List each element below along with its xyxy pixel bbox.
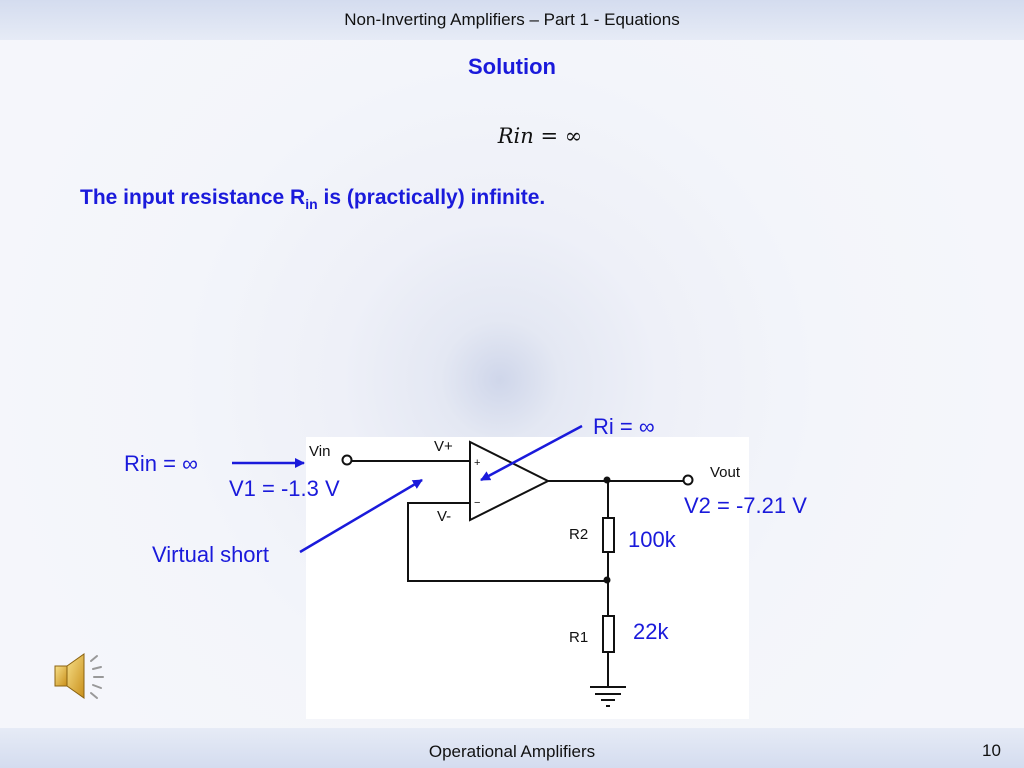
r1-value-annotation: 22k (633, 619, 669, 644)
equation-rhs: = ∞ (533, 124, 583, 148)
virtual-short-annotation: Virtual short (152, 542, 269, 567)
statement-subscript: in (305, 196, 318, 213)
footer-bar (0, 728, 1024, 768)
vplus-label: V+ (434, 438, 453, 455)
op-amp-triangle (469, 440, 551, 522)
rin-annotation: Rin = ∞ (124, 451, 198, 476)
v1-annotation: V1 = -1.3 V (229, 476, 340, 501)
resistor-r2 (602, 517, 615, 553)
ri-arrow (480, 424, 583, 482)
feedback-wire (407, 502, 608, 582)
equation-lhs: Rin (497, 124, 534, 148)
header-bar (0, 0, 1024, 40)
feedback-node (603, 576, 611, 584)
vminus-label: V- (437, 508, 452, 525)
r2-value-annotation: 100k (628, 527, 676, 552)
vin-label: Vin (309, 443, 331, 460)
v2-annotation: V2 = -7.21 V (684, 493, 807, 518)
ri-annotation: Ri = ∞ (593, 414, 655, 439)
statement-text: The input resistance Rin is (practically… (80, 186, 545, 212)
slide-header-title: Non-Inverting Amplifiers – Part 1 - Equa… (344, 10, 680, 29)
r1-label: R1 (569, 629, 589, 646)
page-number: 10 (982, 741, 1001, 760)
resistor-r1 (602, 615, 615, 653)
minus-input-sign: − (474, 497, 481, 509)
vin-terminal (341, 454, 353, 466)
virtual-short-arrow (299, 478, 423, 554)
plus-input-sign: + (474, 457, 481, 469)
r2-label: R2 (569, 526, 589, 543)
statement-after: is (practically) infinite. (317, 186, 546, 209)
ground-icon (590, 686, 626, 707)
slide-heading: Solution (468, 54, 556, 79)
speaker-icon[interactable] (50, 648, 110, 708)
statement-before: The input resistance R (80, 186, 306, 209)
vout-label: Vout (710, 464, 741, 481)
footer-title: Operational Amplifiers (428, 742, 596, 761)
equation: Rin = ∞ (0, 124, 1024, 148)
vout-terminal (682, 474, 694, 486)
